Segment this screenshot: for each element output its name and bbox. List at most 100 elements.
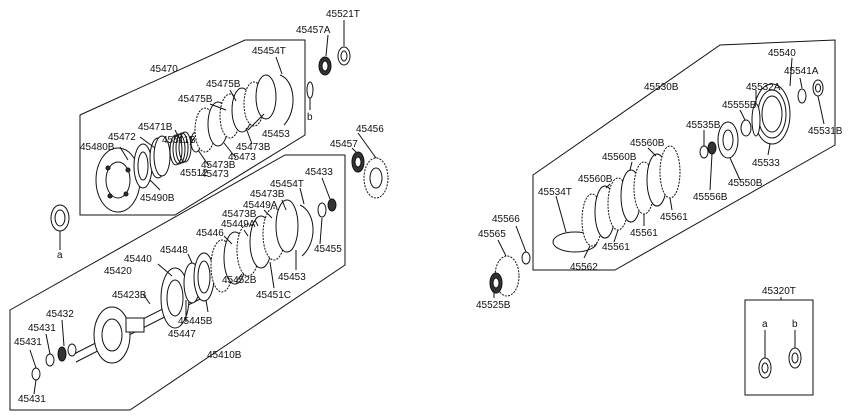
label-45532A: 45532A: [746, 82, 781, 93]
bearing-45556B: [707, 141, 717, 155]
label-45473B-1: 45473B: [236, 142, 271, 153]
label-45454T-upper: 45454T: [252, 46, 286, 57]
label-45534T: 45534T: [538, 187, 572, 198]
label-45475B-2: 45475B: [178, 94, 213, 105]
label-45454T-lower: 45454T: [270, 179, 304, 190]
label-45541A: 45541A: [784, 66, 819, 77]
label-a-left: a: [57, 250, 63, 261]
label-45550B: 45550B: [728, 178, 763, 189]
part-45480B-hub: [95, 147, 141, 213]
label-45511B: 45511B: [162, 135, 196, 146]
label-45473B-3: 45473B: [250, 189, 285, 200]
label-45446: 45446: [196, 228, 224, 239]
leader-lines-45470: [59, 20, 345, 250]
part-45490B: [133, 143, 153, 189]
label-45556B: 45556B: [693, 192, 728, 203]
plate-45453: [255, 74, 277, 120]
label-45431-3: 45431: [18, 394, 46, 405]
part-labels: 45521T 45457A 45470 45454T 45475B 45475B…: [14, 9, 843, 405]
label-45562: 45562: [570, 262, 598, 273]
part-45471B-spring: [169, 131, 192, 166]
plate-45473B-2: [275, 199, 299, 253]
label-45560B-1: 45560B: [630, 138, 665, 149]
washer-45535B: [699, 145, 709, 159]
bearing-45433: [327, 198, 337, 212]
label-45473B-2: 45473B: [201, 160, 236, 171]
label-45473B-4: 45473B: [222, 209, 257, 220]
label-45432: 45432: [46, 309, 74, 320]
label-45490B: 45490B: [140, 193, 175, 204]
bearing-45432: [57, 346, 67, 362]
label-b-kit: b: [792, 319, 798, 330]
assembly-45470: [50, 39, 351, 232]
label-45561-1: 45561: [660, 212, 688, 223]
label-45473-1: 45473: [228, 152, 256, 163]
part-45525B-gear: [489, 255, 520, 297]
label-45560B-2: 45560B: [602, 152, 637, 163]
label-45410B: 45410B: [207, 350, 242, 361]
part-45445B: [193, 252, 215, 302]
label-45420: 45420: [104, 266, 132, 277]
label-45470: 45470: [150, 64, 178, 75]
label-b-upper: b: [307, 112, 313, 123]
part-45457-bearing: [351, 151, 365, 173]
kit-box-45320T: [744, 297, 814, 396]
label-45449A-2: 45449A: [221, 219, 256, 230]
label-45475B-1: 45475B: [206, 79, 241, 90]
label-45535B: 45535B: [686, 120, 721, 131]
label-45423B: 45423B: [112, 290, 147, 301]
label-45320T: 45320T: [762, 286, 796, 297]
label-45433: 45433: [305, 167, 333, 178]
snap-ring-45454T: [279, 74, 294, 126]
label-45561-2: 45561: [630, 228, 658, 239]
label-45525B: 45525B: [476, 300, 511, 311]
label-45531B: 45531B: [808, 126, 843, 137]
label-45451C: 45451C: [256, 290, 291, 301]
label-45530B: 45530B: [644, 82, 679, 93]
label-45455: 45455: [314, 244, 342, 255]
washer-45431-2: [45, 353, 55, 367]
label-45457: 45457: [330, 139, 358, 150]
ring-b-upper: [306, 81, 314, 99]
disc-45562: [659, 145, 681, 199]
label-45449A-1: 45449A: [243, 200, 278, 211]
label-a-kit: a: [762, 319, 768, 330]
label-45440: 45440: [124, 254, 152, 265]
label-45431-2: 45431: [14, 337, 42, 348]
group-outline-45410B: [9, 154, 346, 411]
assembly-45410B: [9, 154, 346, 411]
assembly-45530B: [532, 39, 836, 271]
leader-lines-45530B: [493, 57, 825, 298]
part-45456-gear: [363, 157, 389, 199]
label-45453-upper: 45453: [262, 129, 290, 140]
part-45550B: [717, 121, 739, 159]
label-45471B: 45471B: [138, 122, 173, 133]
label-45453-lower: 45453: [278, 272, 306, 283]
label-45512: 45512: [180, 168, 208, 179]
group-outline-45530B: [532, 39, 836, 271]
label-45452B: 45452B: [222, 275, 257, 286]
label-45445B: 45445B: [178, 316, 213, 327]
label-45555B: 45555B: [722, 100, 757, 111]
label-45565: 45565: [478, 229, 506, 240]
label-45540: 45540: [768, 48, 796, 59]
label-45521T: 45521T: [326, 9, 360, 20]
label-45431-1: 45431: [28, 323, 56, 334]
leader-lines-45410B: [29, 132, 377, 395]
label-45561-3: 45561: [602, 242, 630, 253]
label-45457A: 45457A: [296, 25, 331, 36]
washer-45455: [317, 202, 327, 218]
label-45560B-3: 45560B: [578, 174, 613, 185]
label-45448: 45448: [160, 245, 188, 256]
part-45440-drum: [160, 267, 190, 329]
label-45472: 45472: [108, 132, 136, 143]
label-45473-2: 45473: [201, 169, 229, 180]
label-45456: 45456: [356, 124, 384, 135]
label-45480B: 45480B: [80, 142, 115, 153]
label-45533: 45533: [752, 158, 780, 169]
label-45566: 45566: [492, 214, 520, 225]
part-45555B: [740, 119, 752, 137]
label-45447: 45447: [168, 329, 196, 340]
washer-45431-1: [31, 367, 41, 381]
